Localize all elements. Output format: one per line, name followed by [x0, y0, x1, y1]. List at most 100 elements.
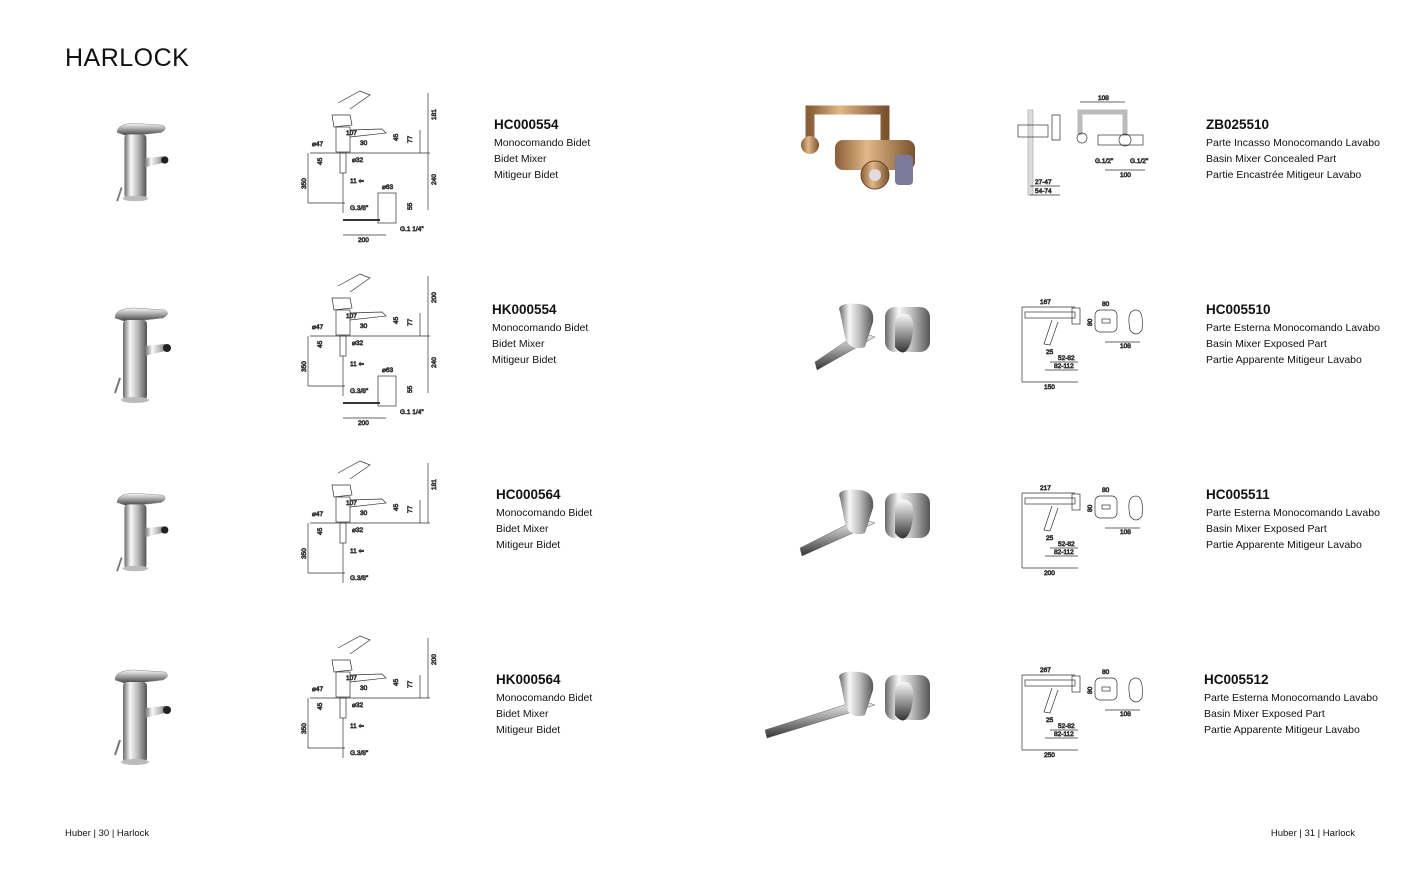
product-description-line: Monocomando Bidet	[492, 322, 589, 334]
dimension-label: 25	[1046, 349, 1054, 356]
drawing-shape	[894, 499, 914, 539]
drawing-shape	[114, 377, 121, 394]
dimension-label: 30	[360, 323, 368, 330]
product-description-line: Mitigeur Bidet	[492, 354, 557, 366]
drawing-shape	[163, 344, 171, 352]
drawing-shape	[839, 489, 874, 535]
product-photo	[765, 292, 945, 397]
drawing-shape	[1043, 505, 1059, 532]
dimension-label: 27-47	[1035, 179, 1052, 186]
drawing-shape	[335, 126, 351, 153]
dimension-label: 30	[360, 510, 368, 517]
drawing-shape	[335, 496, 351, 523]
product-code: HC005510	[1206, 302, 1271, 317]
drawing-shape	[1128, 495, 1143, 521]
product-description-line: Monocomando Bidet	[494, 137, 591, 149]
product-description-line: Parte Esterna Monocomando Lavabo	[1206, 507, 1380, 519]
dimension-label: 80	[1087, 686, 1094, 694]
product-description-line: Mitigeur Bidet	[496, 724, 561, 736]
drawing-shape	[335, 309, 351, 336]
dimension-label: G.1 1/4"	[400, 409, 424, 416]
dimension-label: 240	[431, 174, 438, 185]
drawing-shape	[1076, 132, 1088, 144]
product-code: HC000554	[494, 117, 559, 132]
dimension-label: ⌀47	[312, 686, 324, 693]
dimension-label: 350	[301, 548, 308, 559]
dimension-label: 200	[358, 237, 369, 244]
dimension-label: 108	[1098, 95, 1109, 102]
drawing-shape	[1128, 677, 1143, 703]
dimension-label: ⌀32	[352, 157, 364, 164]
dimension-label: 108	[1120, 711, 1131, 718]
drawing-shape	[339, 697, 347, 719]
drawing-shape	[1094, 495, 1118, 519]
dimension-label: 30	[360, 685, 368, 692]
dimension-label: ⌀63	[382, 184, 394, 191]
dimension-label: 107	[346, 675, 357, 682]
drawing-shape	[349, 128, 387, 138]
drawing-shape	[121, 759, 149, 765]
drawing-shape	[144, 526, 167, 538]
footer-left: Huber | 30 | Harlock	[65, 828, 150, 839]
dimension-label: 217	[1040, 485, 1051, 492]
product-description-line: Parte Esterna Monocomando Lavabo	[1206, 322, 1380, 334]
drawing-shape	[1094, 677, 1118, 701]
drawing-shape	[331, 273, 371, 311]
dimension-label: ⌀63	[382, 367, 394, 374]
drawing-shape	[349, 673, 387, 683]
dimension-label: 45	[393, 678, 400, 686]
drawing-shape	[1024, 311, 1076, 319]
drawing-shape	[123, 320, 147, 400]
dimension-label: 11 ⇦	[350, 361, 365, 368]
dimension-label: 108	[1120, 529, 1131, 536]
drawing-shape	[869, 169, 881, 181]
drawing-shape	[895, 155, 913, 185]
dimension-label: 250	[1044, 752, 1055, 759]
dimension-label: 82-112	[1054, 731, 1074, 738]
dimension-label: G.1/2"	[1095, 158, 1114, 165]
drawing-shape	[1118, 133, 1132, 147]
drawing-shape	[1027, 109, 1034, 196]
drawing-shape	[1043, 319, 1059, 346]
dimension-label: 240	[431, 357, 438, 368]
drawing-shape	[349, 498, 387, 508]
drawing-shape	[1101, 318, 1111, 324]
dimension-label: 181	[431, 109, 438, 120]
drawing-shape	[1101, 686, 1111, 692]
drawing-shape	[349, 311, 387, 321]
dimension-label: ⌀47	[312, 141, 324, 148]
drawing-shape	[1071, 675, 1081, 693]
product-photo	[105, 650, 175, 775]
product-description-line: Basin Mixer Concealed Part	[1206, 153, 1337, 165]
product-description-line: Parte Incasso Monocomando Lavabo	[1206, 137, 1380, 149]
product-description-line: Partie Encastrée Mitigeur Lavabo	[1206, 169, 1362, 181]
dimension-label: 100	[1120, 172, 1131, 179]
product-description-line: Bidet Mixer	[496, 523, 549, 535]
drawing-shape	[116, 187, 123, 202]
dimension-label: 45	[317, 340, 324, 348]
dimension-label: 45	[393, 133, 400, 141]
drawing-shape	[1094, 309, 1118, 333]
drawing-shape	[839, 303, 874, 349]
dimension-label: 181	[431, 479, 438, 490]
drawing-shape	[114, 669, 168, 685]
dimension-label: 11 ⇦	[350, 178, 365, 185]
drawing-shape	[124, 504, 147, 569]
drawing-shape	[331, 460, 371, 498]
dimension-label: 77	[407, 505, 414, 513]
dimension-label: G.3/8"	[350, 205, 369, 212]
drawing-shape	[894, 681, 914, 721]
drawing-shape	[805, 105, 890, 145]
dimension-label: 80	[1087, 318, 1094, 326]
drawing-shape	[1024, 679, 1076, 687]
drawing-shape	[145, 344, 169, 356]
drawing-shape	[377, 192, 397, 224]
drawing-shape	[331, 90, 371, 128]
